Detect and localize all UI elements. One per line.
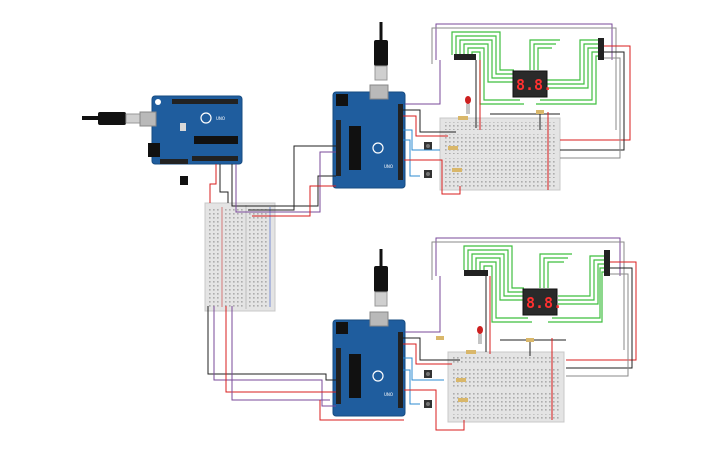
wires-interconnect[interactable]	[207, 145, 404, 421]
wires-arduino-top[interactable]	[403, 60, 461, 195]
wires-top-outline[interactable]	[431, 23, 631, 190]
breadboard-top[interactable]	[439, 117, 561, 191]
arduino-uno-bottom[interactable]: UNO	[332, 311, 406, 417]
resistors[interactable]	[436, 110, 544, 402]
usb-cable-top[interactable]	[374, 22, 388, 81]
breadboard-bottom[interactable]	[447, 351, 565, 423]
wires-green-top[interactable]	[451, 31, 600, 105]
ic-chip-bottom-left[interactable]	[464, 270, 488, 276]
led-bottom[interactable]	[477, 326, 483, 344]
ic-chip-top-left[interactable]	[454, 54, 476, 60]
arduino-uno-main[interactable]: UNO	[139, 95, 243, 165]
usb-cable-main[interactable]	[82, 112, 141, 125]
display-text-top: 8.8.	[516, 76, 552, 94]
ic-chip-bottom-right[interactable]	[604, 250, 610, 276]
wires-green-bottom[interactable]	[463, 245, 604, 323]
push-buttons[interactable]	[424, 142, 432, 408]
usb-cable-icon	[98, 112, 126, 125]
arduino-uno-top[interactable]: UNO	[332, 84, 406, 189]
led-top[interactable]	[465, 96, 471, 114]
display-text-bottom: 8.8.	[526, 294, 562, 312]
wires-bottom-outline[interactable]	[431, 237, 637, 420]
arduino-logo-icon	[200, 112, 212, 124]
wires-arduino-bottom[interactable]	[403, 276, 465, 431]
ic-chip-top-right[interactable]	[598, 38, 604, 60]
breadboard-left[interactable]	[204, 202, 276, 312]
board-label-main: UNO	[216, 116, 225, 121]
seven-segment-display-bottom[interactable]: 8.8.	[522, 288, 562, 316]
sensor-component[interactable]	[180, 176, 188, 185]
usb-cable-bottom[interactable]	[374, 249, 388, 307]
seven-segment-display-top[interactable]: 8.8.	[512, 70, 552, 98]
board-label-top: UNO	[384, 164, 393, 169]
board-label-bottom: UNO	[384, 392, 393, 397]
